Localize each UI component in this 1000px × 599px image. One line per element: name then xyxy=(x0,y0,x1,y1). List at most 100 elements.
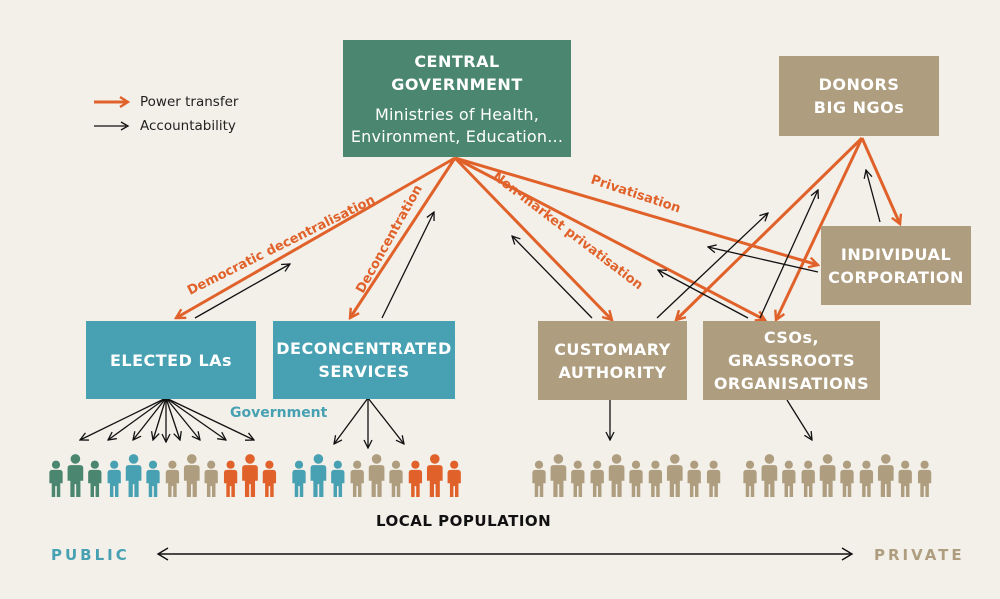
person-icon xyxy=(165,460,180,497)
person-icon xyxy=(761,454,778,497)
person-icon xyxy=(408,460,423,497)
individual-corporation-box: INDIVIDUAL CORPORATION xyxy=(821,226,971,305)
accountability-corporation-to-donors xyxy=(866,170,881,223)
corporation-line2: CORPORATION xyxy=(828,267,964,287)
person-icon xyxy=(608,454,625,497)
person-icon xyxy=(389,460,403,497)
arrow-donors-to-customary xyxy=(676,136,864,320)
person-icon xyxy=(819,454,836,497)
person-icon xyxy=(840,460,854,497)
person-icon xyxy=(629,460,643,497)
accountability-elected-to-population xyxy=(165,397,200,440)
person-icon xyxy=(571,460,585,497)
accountability-elected-to-population xyxy=(165,397,226,440)
central-title-line1: CENTRAL xyxy=(414,51,500,71)
arrow-nonmarket-to-customary xyxy=(453,156,612,320)
legend-power-transfer-label: Power transfer xyxy=(140,94,239,110)
person-icon xyxy=(350,460,364,497)
power-transfer-arrows xyxy=(176,136,900,320)
person-icon xyxy=(368,454,385,497)
person-icon xyxy=(262,460,277,497)
legend-accountability: Accountability xyxy=(92,114,238,138)
person-icon xyxy=(242,454,258,497)
accountability-elected-to-population xyxy=(108,397,167,440)
donors-line2: BIG NGOs xyxy=(813,98,905,117)
corporation-line1: INDIVIDUAL xyxy=(840,244,952,264)
central-government-box: CENTRAL GOVERNMENT Ministries of Health,… xyxy=(343,40,571,157)
arrow-deconcentration xyxy=(350,157,457,318)
person-icon xyxy=(706,460,721,497)
accountability-elected-to-population xyxy=(165,397,180,440)
elected-las-box: ELECTED LAs xyxy=(86,321,256,399)
central-sub-line2: Environment, Education... xyxy=(350,126,564,146)
local-population-label: LOCAL POPULATION xyxy=(376,512,552,530)
accountability-csos-to-population xyxy=(786,399,812,440)
person-icon xyxy=(648,460,663,497)
local-population-icons xyxy=(49,454,932,497)
person-icon xyxy=(146,460,160,497)
person-icon xyxy=(183,454,200,497)
legend: Power transfer Accountability xyxy=(92,90,238,138)
person-icon xyxy=(801,460,815,497)
accountability-elected-to-central xyxy=(194,264,290,319)
public-label: PUBLIC xyxy=(51,546,130,564)
accountability-deconcentrated-to-population xyxy=(334,397,369,444)
customary-line2: AUTHORITY xyxy=(558,362,667,382)
person-icon xyxy=(917,460,932,497)
accountability-corporation-to-central xyxy=(708,247,819,273)
accountability-deconcentrated-to-central xyxy=(381,212,434,319)
arrow-donors-to-corporation xyxy=(860,137,900,224)
accountability-customary-to-donors xyxy=(656,213,768,319)
person-icon xyxy=(49,460,63,497)
person-icon xyxy=(859,460,874,497)
csos-line3: ORGANISATIONS xyxy=(713,374,870,393)
arrow-privatisation xyxy=(454,156,818,265)
central-title-line2: GOVERNMENT xyxy=(391,74,523,94)
deconcentrated-line1: DECONCENTRATED xyxy=(276,339,452,358)
accountability-csos-to-donors xyxy=(759,190,818,319)
orange-arrow-icon xyxy=(94,96,131,108)
csos-line2: GRASSROOTS xyxy=(727,351,856,370)
person-icon xyxy=(292,460,306,497)
deconcentrated-line2: SERVICES xyxy=(318,362,410,381)
csos-box: CSOs, GRASSROOTS ORGANISATIONS xyxy=(703,321,880,400)
private-label: PRIVATE xyxy=(874,546,965,564)
customary-line1: CUSTOMARY xyxy=(554,339,671,359)
person-icon xyxy=(666,454,683,497)
person-icon xyxy=(590,460,604,497)
accountability-csos-to-central xyxy=(658,270,749,319)
person-icon xyxy=(67,454,84,497)
black-arrow-icon xyxy=(94,121,130,131)
csos-line1: CSOs, xyxy=(763,328,820,347)
person-icon xyxy=(426,454,443,497)
person-icon xyxy=(898,460,912,497)
deconcentrated-services-box: DECONCENTRATED SERVICES xyxy=(273,321,455,399)
arrow-nonmarket-to-csos xyxy=(454,156,765,320)
label-democratic-decentralisation: Democratic decentralisation xyxy=(185,193,378,299)
accountability-elected-to-population xyxy=(153,397,167,440)
accountability-elected-to-population xyxy=(165,397,254,440)
central-sub-line1: Ministries of Health, xyxy=(374,104,540,124)
person-icon xyxy=(447,460,461,497)
accountability-customary-to-central xyxy=(512,236,593,319)
person-icon xyxy=(310,454,327,497)
person-icon xyxy=(550,454,567,497)
accountability-elected-to-population xyxy=(80,397,167,440)
person-icon xyxy=(331,460,345,497)
customary-authority-box: CUSTOMARY AUTHORITY xyxy=(538,321,687,400)
person-icon xyxy=(877,454,894,497)
central-subtitle: Ministries of Health, Environment, Educa… xyxy=(351,104,563,148)
arrow-democratic-decentralisation xyxy=(176,156,456,320)
person-icon xyxy=(743,460,757,497)
person-icon xyxy=(88,460,102,497)
person-icon xyxy=(223,460,238,497)
person-icon xyxy=(782,460,796,497)
person-icon xyxy=(532,460,546,497)
person-icon xyxy=(125,454,142,497)
elected-line1: ELECTED LAs xyxy=(109,350,233,370)
accountability-arrows xyxy=(80,170,881,448)
accountability-elected-to-population xyxy=(133,397,167,440)
donors-line1: DONORS xyxy=(818,75,900,94)
legend-accountability-label: Accountability xyxy=(140,118,236,134)
